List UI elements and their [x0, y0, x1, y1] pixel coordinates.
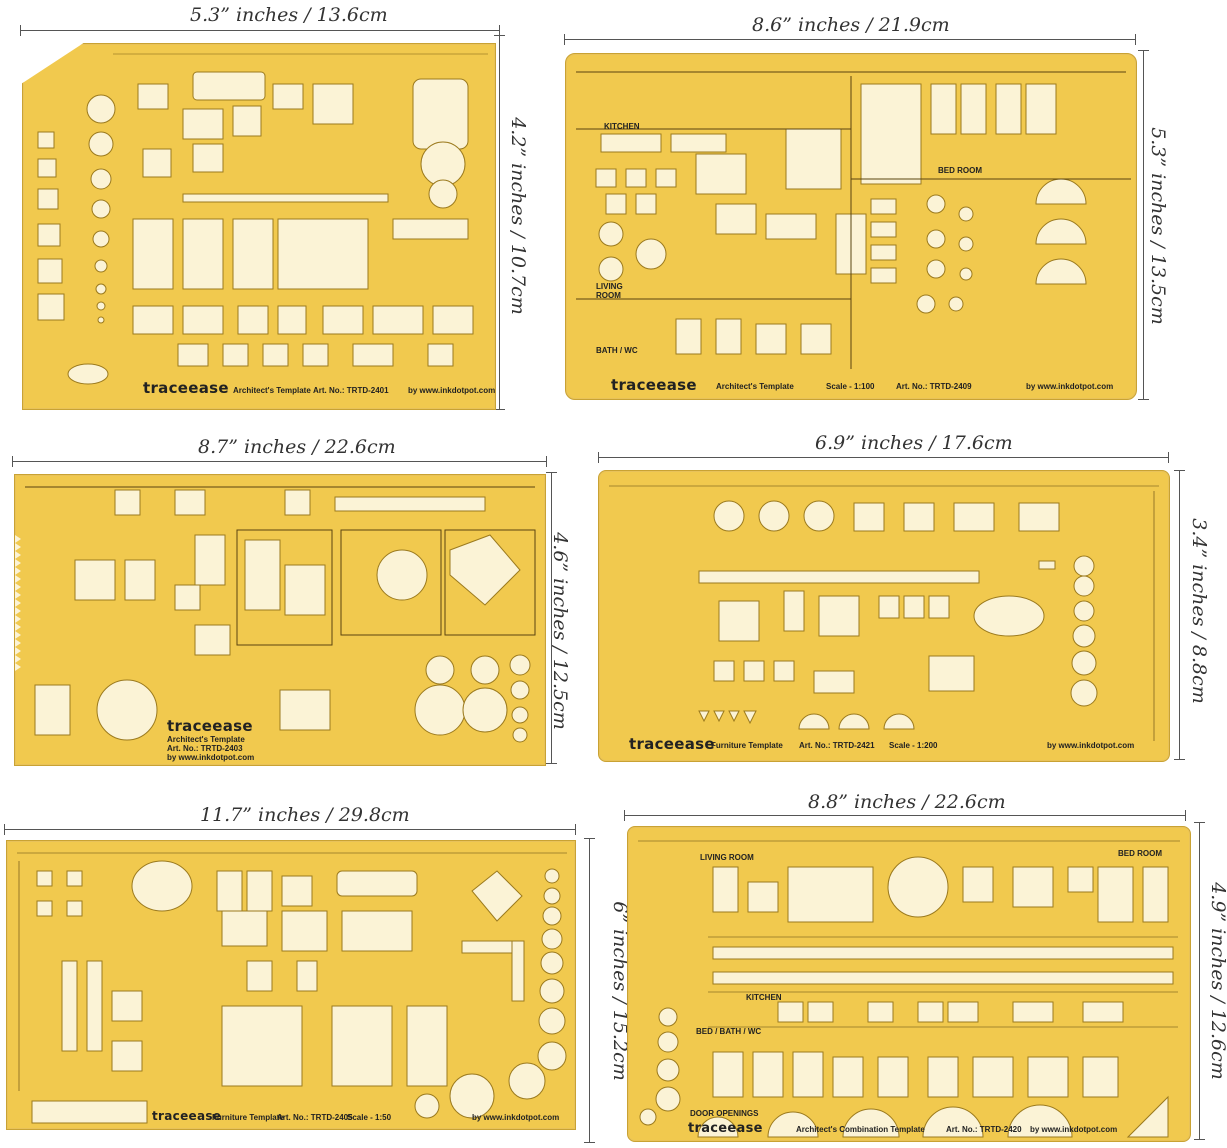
template-6-brand: traceease [688, 1121, 763, 1136]
template-5-art: Art. No.: TRTD-2405 [277, 1113, 353, 1122]
template-6-doors-label: DOOR OPENINGS [690, 1109, 759, 1118]
template-4-name: Furniture Template [711, 741, 783, 750]
template-2-name: Architect's Template [716, 382, 794, 391]
template-2-bedroom-label: BED ROOM [938, 166, 982, 175]
template-6-width-label: 8.8” inches / 22.6cm [808, 791, 1006, 813]
template-2-site: by www.inkdotpot.com [1026, 382, 1114, 391]
template-4-cutouts [609, 485, 1159, 741]
architect-template-2401: traceease Architect's Template Art. No.:… [22, 43, 496, 410]
architect-template-2403: traceease Architect's Template Art. No.:… [14, 474, 546, 766]
template-2-width-line [564, 34, 1136, 45]
template-1-width-label: 5.3” inches / 13.6cm [190, 4, 388, 26]
template-6-living-label: LIVING ROOM [700, 853, 754, 862]
template-6-art: Art. No.: TRTD-2420 [946, 1125, 1022, 1134]
template-5-name: Furniture Template [212, 1113, 284, 1122]
template-6-site: by www.inkdotpot.com [1030, 1125, 1118, 1134]
template-3-cutouts [15, 486, 536, 743]
template-5-width-label: 11.7” inches / 29.8cm [200, 804, 410, 826]
template-2-living-label: LIVING ROOM [596, 282, 623, 300]
furniture-template-2421: traceease Furniture Template Art. No.: T… [598, 470, 1170, 762]
template-6-bath-label: BED / BATH / WC [696, 1027, 762, 1036]
template-4-height-label: 3.4” inches / 8.8cm [1188, 518, 1210, 704]
template-5-brand: traceease [152, 1109, 222, 1123]
template-4-art: Art. No.: TRTD-2421 [799, 741, 875, 750]
template-1-height-label: 4.2” inches / 10.7cm [507, 117, 529, 315]
template-3-height-line [546, 472, 557, 764]
template-5-site: by www.inkdotpot.com [472, 1113, 560, 1122]
template-1-brand: traceease [143, 379, 229, 397]
template-6-height-line [1194, 822, 1205, 1140]
template-2-art: Art. No.: TRTD-2409 [896, 382, 972, 391]
template-6-height-label: 4.9” inches / 12.6cm [1207, 882, 1227, 1080]
template-4-width-line [598, 452, 1169, 463]
template-2-bath-label: BATH / WC [596, 346, 638, 355]
template-2-height-line [1138, 50, 1149, 400]
template-4-scale: Scale - 1:200 [889, 741, 938, 750]
template-3-site: by www.inkdotpot.com [167, 753, 255, 762]
template-1-site: by www.inkdotpot.com [408, 386, 496, 395]
template-6-name: Architect's Combination Template [796, 1125, 925, 1134]
template-1-art: Art. No.: TRTD-2401 [313, 386, 389, 395]
template-5-height-line [584, 838, 595, 1143]
template-3-width-label: 8.7” inches / 22.6cm [198, 436, 396, 458]
architect-template-2409: KITCHEN BED ROOM LIVING ROOM BATH / WC t… [565, 53, 1137, 400]
template-2-cutouts [576, 71, 1131, 369]
template-3-name: Architect's Template [167, 735, 245, 744]
template-6-bedroom-label: BED ROOM [1118, 849, 1162, 858]
template-1-cutouts [37, 53, 488, 385]
template-6-width-line [624, 810, 1186, 821]
template-3-brand: traceease [167, 717, 253, 735]
template-1-name: Architect's Template [233, 386, 311, 395]
template-2-brand: traceease [611, 376, 697, 394]
template-3-width-line [12, 456, 547, 467]
template-5-width-line [4, 824, 576, 835]
template-2-width-label: 8.6” inches / 21.9cm [752, 14, 950, 36]
template-4-width-label: 6.9” inches / 17.6cm [815, 432, 1013, 454]
template-6-cutouts [638, 840, 1180, 1138]
template-5-cutouts [17, 852, 567, 1124]
template-3-art: Art. No.: TRTD-2403 [167, 744, 243, 753]
template-3-height-label: 4.6” inches / 12.5cm [549, 532, 571, 730]
template-1-height-line [494, 35, 505, 410]
template-2-kitchen-label: KITCHEN [604, 122, 640, 131]
template-4-brand: traceease [629, 735, 715, 753]
template-2-height-label: 5.3” inches / 13.5cm [1147, 127, 1169, 325]
template-5-scale: Scale - 1:50 [347, 1113, 392, 1122]
template-6-kitchen-label: KITCHEN [746, 993, 782, 1002]
template-4-site: by www.inkdotpot.com [1047, 741, 1135, 750]
architect-combination-template-2420: LIVING ROOM BED ROOM KITCHEN BED / BATH … [627, 826, 1191, 1142]
furniture-template-2405: traceease Furniture Template Art. No.: T… [6, 840, 576, 1130]
template-1-width-line [20, 25, 500, 36]
template-4-height-line [1174, 470, 1185, 760]
template-2-scale: Scale - 1:100 [826, 382, 875, 391]
